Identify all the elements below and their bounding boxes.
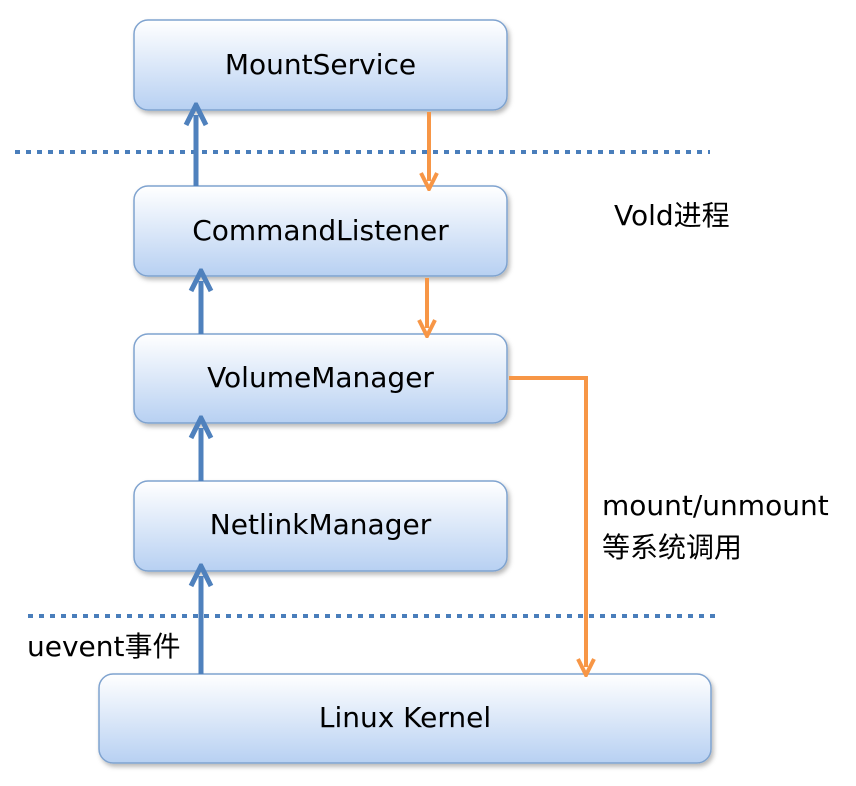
volume-manager-box: VolumeManager [133, 333, 508, 424]
linux-kernel-label: Linux Kernel [319, 701, 491, 734]
syscall-label-line1: mount/unmount [602, 489, 829, 522]
linux-kernel-box: Linux Kernel [98, 673, 712, 764]
mount-service-label: MountService [225, 48, 416, 81]
uevent-label: uevent事件 [27, 630, 181, 663]
volume-manager-label: VolumeManager [207, 361, 434, 394]
command-listener-label: CommandListener [192, 214, 449, 247]
mount-service-box: MountService [133, 19, 508, 111]
vold-process-label: Vold进程 [614, 199, 730, 232]
command-listener-box: CommandListener [133, 185, 508, 277]
syscall-label-line2: 等系统调用 [602, 531, 742, 564]
volume-to-kernel-syscall-arrow [509, 376, 586, 667]
netlink-manager-label: NetlinkManager [210, 508, 432, 541]
netlink-manager-box: NetlinkManager [133, 480, 508, 572]
